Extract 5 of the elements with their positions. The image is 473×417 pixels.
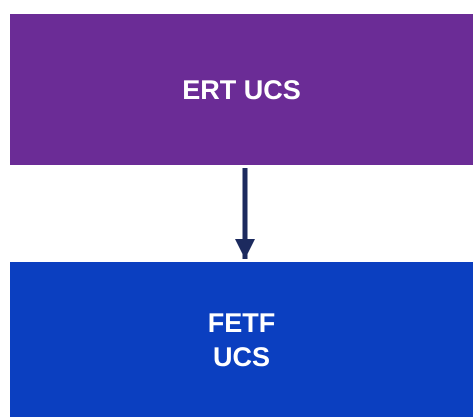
box-label: FETF UCS	[206, 306, 276, 374]
arrow	[235, 168, 255, 259]
process-box	[10, 14, 473, 165]
process-box	[10, 262, 473, 417]
box-label: ERT UCS	[182, 74, 301, 106]
